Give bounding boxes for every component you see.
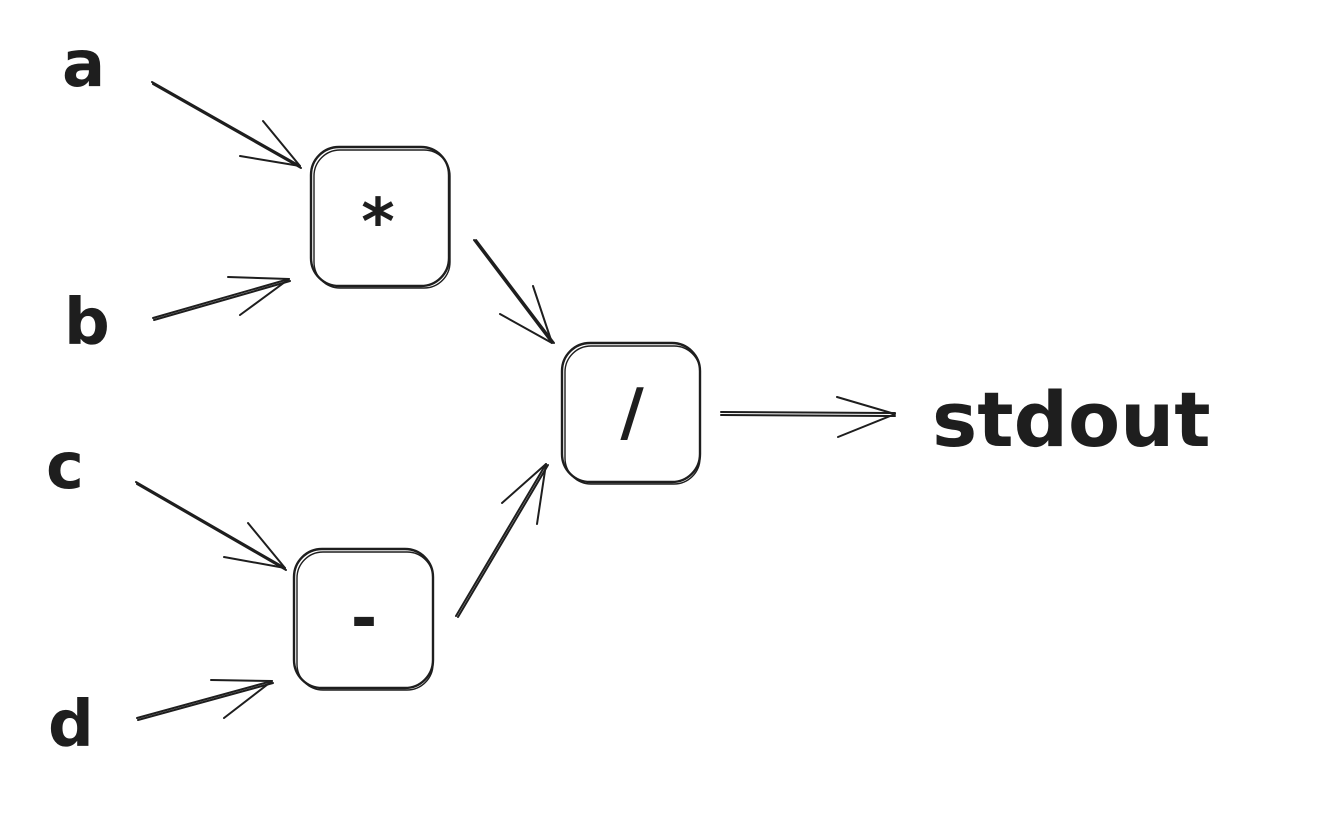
subtract-operator-label: - — [351, 582, 378, 656]
subtract-node: - — [292, 547, 435, 691]
edge-a-to-multiply — [151, 81, 302, 169]
edge-multiply-to-divide — [473, 239, 555, 344]
edge-b-to-multiply — [152, 276, 291, 321]
divide-operator-label: / — [620, 376, 644, 450]
input-label-b: b — [64, 286, 110, 360]
multiply-node: * — [309, 145, 451, 289]
input-label-a: a — [62, 28, 105, 102]
input-label-d: d — [48, 688, 94, 762]
edge-divide-to-stdout — [720, 396, 896, 438]
multiply-operator-label: * — [361, 186, 394, 260]
divide-node: / — [560, 341, 702, 485]
input-label-c: c — [46, 430, 84, 504]
output-label-stdout: stdout — [932, 375, 1211, 464]
edge-subtract-to-divide — [455, 463, 549, 618]
edge-d-to-subtract — [136, 679, 274, 721]
edge-c-to-subtract — [135, 481, 287, 571]
